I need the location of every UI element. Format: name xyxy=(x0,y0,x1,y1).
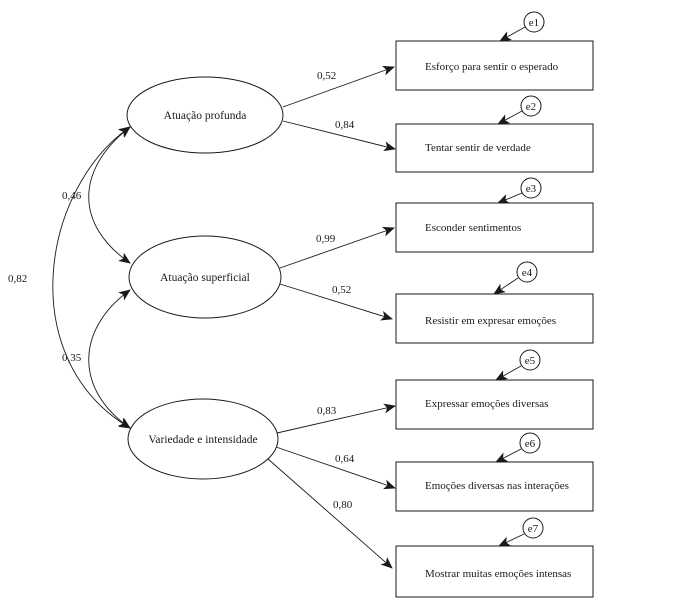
covariance-arc-f2-f3 xyxy=(88,289,131,429)
error-circle xyxy=(522,517,544,539)
covariance-value-f1-f2: 0,46 xyxy=(62,190,82,202)
factor-label: Atuação superficial xyxy=(160,272,250,284)
error-term-e6: e6 xyxy=(495,432,541,463)
error-path xyxy=(495,365,522,381)
loading-path-i2 xyxy=(282,120,396,152)
error-label: e1 xyxy=(529,17,539,29)
indicator-box xyxy=(395,545,594,598)
loading-value-i7: 0,80 xyxy=(333,499,353,511)
loading-paths: 0,52 0,84 0,99 0,52 0,83 0,64 0,80 xyxy=(267,66,396,569)
loading-value-i3: 0,99 xyxy=(316,233,336,245)
indicator-label: Emoções diversas nas interações xyxy=(425,480,569,492)
factor-label: Variedade e intensidade xyxy=(148,434,257,446)
error-label: e2 xyxy=(526,101,536,113)
latent-factor-f3: Variedade e intensidade xyxy=(127,398,279,480)
indicator-box xyxy=(395,293,594,344)
covariance-arc-f1-f2 xyxy=(88,126,131,264)
error-circle xyxy=(523,11,545,33)
latent-factor-f1: Atuação profunda xyxy=(126,76,284,154)
factor-ellipse xyxy=(127,398,279,480)
error-term-e5: e5 xyxy=(495,349,541,381)
error-circle xyxy=(520,95,542,117)
covariance-arc-f1-f3 xyxy=(52,126,131,429)
loading-path-i1 xyxy=(282,66,395,108)
covariance-arcs: 0,82 0,46 0,35 xyxy=(8,126,131,429)
error-path xyxy=(495,448,522,463)
error-term-e7: e7 xyxy=(498,517,544,547)
error-term-e4: e4 xyxy=(493,261,538,295)
indicator-label: Resistir em expresar emoções xyxy=(425,315,556,327)
loading-path-i7 xyxy=(267,458,393,569)
indicator-label: Expressar emoções diversas xyxy=(425,398,548,410)
error-circle xyxy=(519,349,541,371)
loading-value-i1: 0,52 xyxy=(317,70,336,82)
factor-label: Atuação profunda xyxy=(164,110,247,122)
error-path xyxy=(498,533,525,547)
covariance-value-f2-f3: 0,35 xyxy=(62,352,82,364)
indicator-i7: Mostrar muitas emoções intensas xyxy=(395,545,594,598)
loading-path-i6 xyxy=(275,446,396,490)
error-path xyxy=(497,110,523,125)
indicator-box xyxy=(395,123,594,173)
indicator-i3: Esconder sentimentos xyxy=(395,202,594,253)
indicator-box xyxy=(395,202,594,253)
error-circle xyxy=(519,432,541,454)
loading-path-i3 xyxy=(279,226,395,269)
loading-value-i5: 0,83 xyxy=(317,405,337,417)
error-label: e6 xyxy=(525,438,536,450)
error-term-e1: e1 xyxy=(499,11,545,42)
indicator-box xyxy=(395,379,594,430)
error-circle xyxy=(520,177,542,199)
indicator-label: Tentar sentir de verdade xyxy=(425,142,531,154)
indicator-label: Esconder sentimentos xyxy=(425,222,521,234)
error-path xyxy=(497,192,523,204)
error-circle xyxy=(516,261,538,283)
error-label: e7 xyxy=(528,523,539,535)
error-path xyxy=(499,26,526,42)
indicator-i4: Resistir em expresar emoções xyxy=(395,293,594,344)
indicator-box xyxy=(395,40,594,91)
indicator-label: Esforço para sentir o esperado xyxy=(425,61,559,73)
loading-value-i2: 0,84 xyxy=(335,119,355,131)
indicator-i6: Emoções diversas nas interações xyxy=(395,461,594,512)
loading-path-i5 xyxy=(276,403,396,434)
latent-factor-f2: Atuação superficial xyxy=(128,235,282,319)
error-label: e5 xyxy=(525,355,536,367)
loading-value-i4: 0,52 xyxy=(332,284,351,296)
indicator-box xyxy=(395,461,594,512)
error-path xyxy=(493,277,519,295)
error-label: e4 xyxy=(522,267,533,279)
error-term-e3: e3 xyxy=(497,177,542,204)
loading-path-i4 xyxy=(279,283,393,321)
loading-value-i6: 0,64 xyxy=(335,453,355,465)
indicator-i1: Esforço para sentir o esperado xyxy=(395,40,594,91)
error-label: e3 xyxy=(526,183,537,195)
error-term-e2: e2 xyxy=(497,95,542,125)
covariance-value-f1-f3: 0,82 xyxy=(8,273,27,285)
indicator-label: Mostrar muitas emoções intensas xyxy=(425,568,571,580)
indicator-i2: Tentar sentir de verdade xyxy=(395,123,594,173)
indicator-i5: Expressar emoções diversas xyxy=(395,379,594,430)
factor-ellipse xyxy=(128,235,282,319)
factor-ellipse xyxy=(126,76,284,154)
